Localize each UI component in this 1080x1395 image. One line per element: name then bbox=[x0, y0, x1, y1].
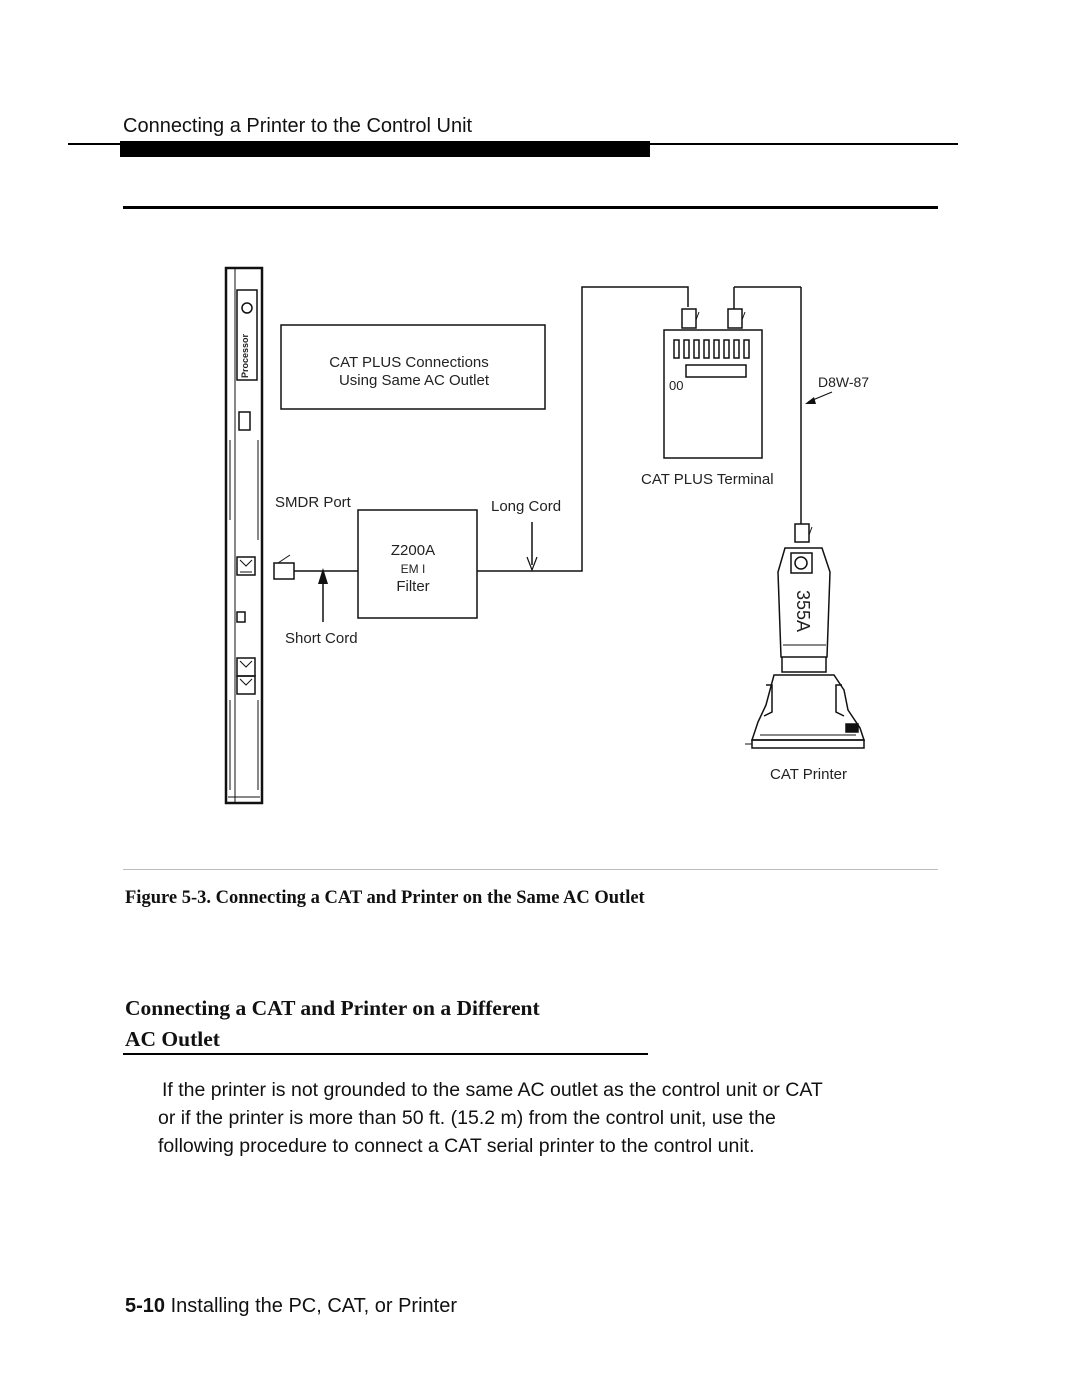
cord-label: D8W-87 bbox=[818, 374, 869, 390]
page-number: 5-10 bbox=[125, 1295, 166, 1317]
diagram-title-box bbox=[280, 324, 546, 410]
terminal-digits: 00 bbox=[669, 378, 683, 393]
body-line-3: following procedure to connect a CAT ser… bbox=[158, 1135, 755, 1157]
long-cord-arrow bbox=[526, 556, 538, 572]
running-header: Connecting a Printer to the Control Unit bbox=[123, 115, 473, 137]
body-line-1: If the printer is not grounded to the sa… bbox=[162, 1079, 823, 1101]
body-line-2: or if the printer is more than 50 ft. (1… bbox=[158, 1107, 776, 1129]
figure-top-rule bbox=[123, 206, 938, 209]
short-cord bbox=[273, 554, 358, 622]
cord-arrowhead bbox=[805, 397, 816, 404]
emi-filter bbox=[357, 509, 478, 619]
section-heading-line1: Connecting a CAT and Printer on a Differ… bbox=[125, 996, 540, 1020]
short-cord-label: Short Cord bbox=[285, 630, 358, 647]
filter-model: Z200A bbox=[391, 542, 435, 559]
long-cord bbox=[477, 286, 689, 572]
header-bar bbox=[120, 141, 650, 157]
filter-type: EM I bbox=[401, 562, 426, 576]
smdr-port-label: SMDR Port bbox=[275, 494, 352, 511]
section-heading-line2: AC Outlet bbox=[125, 1027, 220, 1051]
title-box-line1: CAT PLUS Connections bbox=[329, 354, 489, 371]
long-cord-label: Long Cord bbox=[491, 498, 561, 515]
section-rule bbox=[123, 1053, 648, 1055]
short-cord-arrow bbox=[318, 568, 328, 584]
processor-label: Processor bbox=[240, 333, 250, 378]
chapter-title: Installing the PC, CAT, or Printer bbox=[170, 1295, 457, 1317]
adapter-355a bbox=[777, 523, 831, 658]
filter-label: Filter bbox=[396, 578, 429, 595]
adapter-label: 355A bbox=[793, 590, 813, 632]
figure-bottom-rule bbox=[123, 869, 938, 870]
cat-plus-terminal bbox=[663, 286, 801, 459]
page-footer: 5-10 Installing the PC, CAT, or Printer bbox=[125, 1295, 457, 1318]
section-heading: Connecting a CAT and Printer on a Differ… bbox=[125, 993, 540, 1055]
connection-diagram: Processor CAT PLUS Connections Using Sam… bbox=[224, 266, 869, 805]
printer-label: CAT Printer bbox=[770, 766, 847, 783]
control-unit bbox=[224, 266, 264, 805]
body-paragraph: If the printer is not grounded to the sa… bbox=[158, 1076, 948, 1160]
cat-printer bbox=[745, 657, 866, 749]
title-box-line2: Using Same AC Outlet bbox=[339, 372, 490, 389]
figure-caption: Figure 5-3. Connecting a CAT and Printer… bbox=[125, 888, 645, 908]
terminal-label: CAT PLUS Terminal bbox=[641, 471, 774, 488]
